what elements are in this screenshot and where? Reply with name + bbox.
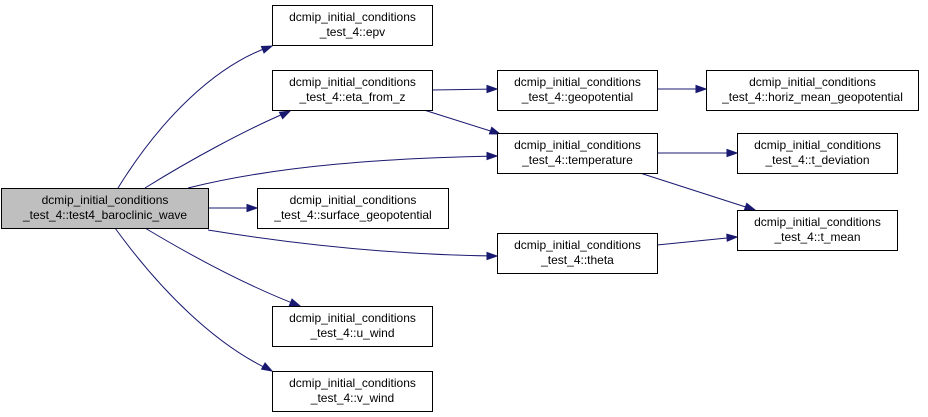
node-box [497, 233, 658, 274]
node-label-line: _test_4::v_wind [310, 391, 394, 405]
edge-theta-to-t_mean [656, 233, 739, 246]
edge-line [423, 109, 501, 135]
edge-test4_baroclinic_wave-to-theta [207, 229, 499, 261]
edge-temperature-to-t_mean [639, 172, 757, 211]
node-v_wind[interactable]: dcmip_initial_conditions_test_4::v_wind [272, 371, 433, 412]
arrowhead [278, 110, 292, 120]
edge-line [114, 227, 273, 372]
node-label-line: dcmip_initial_conditions [514, 138, 641, 152]
node-label-line: _test_4::horiz_mean_geopotential [721, 90, 903, 104]
node-u_wind[interactable]: dcmip_initial_conditions_test_4::u_wind [272, 306, 433, 347]
edge-temperature-to-t_deviation [657, 148, 739, 158]
node-box [1, 188, 209, 229]
arrowhead [486, 84, 499, 94]
arrowhead [288, 298, 302, 307]
node-label-line: dcmip_initial_conditions [290, 193, 417, 207]
node-box [737, 210, 898, 251]
node-label-line: _test_4::t_mean [773, 230, 860, 244]
edge-geopotential-to-horiz_mean_geopotential [657, 84, 708, 94]
arrowhead [260, 362, 274, 372]
node-box [272, 5, 433, 46]
arrowhead [726, 233, 739, 242]
edge-line [144, 110, 291, 189]
node-label-line: _test_4::temperature [521, 153, 633, 167]
edge-line [144, 227, 301, 307]
node-label-line: dcmip_initial_conditions [749, 75, 876, 89]
node-eta_from_z[interactable]: dcmip_initial_conditions_test_4::eta_fro… [272, 70, 433, 111]
node-label-line: _test_4::test4_baroclinic_wave [22, 208, 187, 222]
node-box [497, 133, 658, 174]
node-label-line: _test_4::u_wind [309, 326, 394, 340]
edge-line [187, 155, 498, 189]
node-box [706, 70, 919, 111]
node-label-line: dcmip_initial_conditions [289, 311, 416, 325]
node-label-line: dcmip_initial_conditions [42, 193, 169, 207]
node-label-line: _test_4::epv [319, 25, 385, 39]
edge-line [639, 172, 756, 211]
node-box [272, 306, 433, 347]
node-theta[interactable]: dcmip_initial_conditions_test_4::theta [497, 233, 658, 274]
nodes-layer: dcmip_initial_conditions_test_4::test4_b… [1, 5, 919, 412]
node-box [737, 133, 898, 174]
node-label-line: _test_4::geopotential [521, 90, 633, 104]
edge-test4_baroclinic_wave-to-epv [117, 45, 274, 189]
node-horiz_mean_geopotential[interactable]: dcmip_initial_conditions_test_4::horiz_m… [706, 70, 919, 111]
arrowhead [486, 151, 499, 161]
node-label-line: _test_4::surface_geopotential [273, 208, 431, 222]
arrowhead [488, 126, 502, 135]
node-box [257, 188, 449, 229]
edge-line [656, 236, 738, 246]
edge-test4_baroclinic_wave-to-v_wind [114, 227, 274, 372]
arrowhead [726, 148, 739, 158]
node-label-line: dcmip_initial_conditions [289, 75, 416, 89]
node-label-line: dcmip_initial_conditions [754, 215, 881, 229]
node-test4_baroclinic_wave[interactable]: dcmip_initial_conditions_test_4::test4_b… [1, 188, 209, 229]
node-temperature[interactable]: dcmip_initial_conditions_test_4::tempera… [497, 133, 658, 174]
arrowhead [695, 84, 708, 94]
edge-test4_baroclinic_wave-to-u_wind [144, 227, 302, 307]
node-surface_geopotential[interactable]: dcmip_initial_conditions_test_4::surface… [257, 188, 449, 229]
edge-line [117, 45, 273, 189]
edge-test4_baroclinic_wave-to-temperature [187, 151, 499, 189]
node-geopotential[interactable]: dcmip_initial_conditions_test_4::geopote… [497, 70, 658, 111]
edge-line [431, 88, 498, 91]
node-label-line: _test_4::t_deviation [764, 153, 869, 167]
node-box [497, 70, 658, 111]
node-epv[interactable]: dcmip_initial_conditions_test_4::epv [272, 5, 433, 46]
node-label-line: _test_4::eta_from_z [298, 90, 405, 104]
edge-eta_from_z-to-geopotential [431, 84, 499, 94]
node-box [272, 371, 433, 412]
edges-layer [114, 45, 757, 372]
arrowhead [246, 203, 259, 213]
edge-test4_baroclinic_wave-to-eta_from_z [144, 110, 292, 189]
node-t_deviation[interactable]: dcmip_initial_conditions_test_4::t_devia… [737, 133, 898, 174]
arrowhead [743, 202, 757, 211]
node-label-line: _test_4::theta [540, 253, 614, 267]
node-label-line: dcmip_initial_conditions [514, 238, 641, 252]
node-label-line: dcmip_initial_conditions [289, 376, 416, 390]
arrowhead [260, 45, 274, 54]
edge-eta_from_z-to-temperature [423, 109, 502, 135]
arrowhead [486, 251, 499, 261]
node-box [272, 70, 433, 111]
node-label-line: dcmip_initial_conditions [514, 75, 641, 89]
node-label-line: dcmip_initial_conditions [754, 138, 881, 152]
edge-test4_baroclinic_wave-to-surface_geopotential [208, 203, 259, 213]
node-t_mean[interactable]: dcmip_initial_conditions_test_4::t_mean [737, 210, 898, 251]
node-label-line: dcmip_initial_conditions [289, 10, 416, 24]
edge-line [207, 229, 498, 257]
